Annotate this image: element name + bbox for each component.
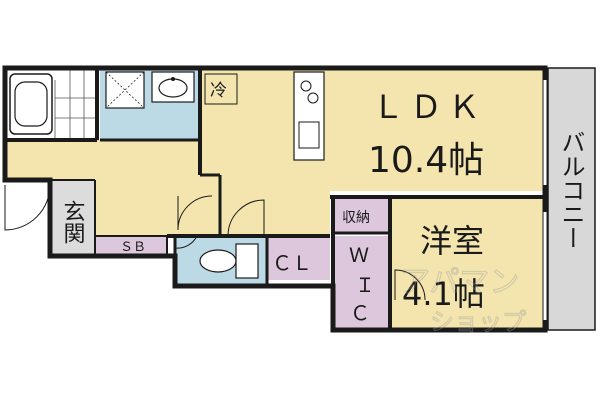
toilet-icon [199,243,259,279]
shoe-box-floor [95,236,167,256]
ldk-floor-lower [220,191,330,236]
western-room-floor [390,197,545,330]
washing-machine-pan-icon [105,71,145,109]
ldk-door-arc [227,199,265,237]
toilet-door [174,235,198,249]
kitchen-counter [293,71,325,161]
bathtub-icon [9,73,53,135]
ldk-floor [200,68,545,191]
shoe-box-label: ＳＢ [120,240,146,255]
watermark-line2: ショップ [430,308,526,336]
hallway-floor [5,140,200,180]
wic-label-i: Ｉ [355,273,375,297]
watermark-line1: アパマン [400,265,519,300]
watermark: アパマン ショップ [399,264,526,336]
wic-floor [333,236,390,330]
fridge-outline [204,73,238,105]
washbasin-icon [151,71,195,103]
sink-icon [298,121,320,149]
hallway-floor-lower [95,175,220,235]
entrance-label: 玄関 [60,200,85,244]
closet-label: ＣＬ [272,251,312,275]
wic-label-w: Ｗ [349,243,369,267]
bath-tiles [54,68,97,140]
storage-label: 収納 [342,210,370,226]
western-room-name: 洋室 [420,222,484,260]
balcony-outline [542,67,596,331]
storage-floor [333,197,390,233]
ldk-name: ＬＤＫ [372,88,486,126]
entrance-floor [50,180,95,254]
walls [2,65,548,333]
room-fills [5,68,595,330]
western-room-size: 4.1帖 [402,275,485,313]
fridge-label: 冷 [210,81,227,101]
hall-door [177,195,213,231]
wic-door [394,269,426,301]
door-swings [4,184,426,301]
entrance-door [4,184,51,231]
wic-label-c: Ｃ [350,301,370,325]
closet-floor [267,236,330,280]
stove-icon [300,80,319,104]
balcony-floor [548,68,595,330]
ldk-size: 10.4帖 [368,140,484,181]
balcony-label: バルコニー [557,130,585,250]
